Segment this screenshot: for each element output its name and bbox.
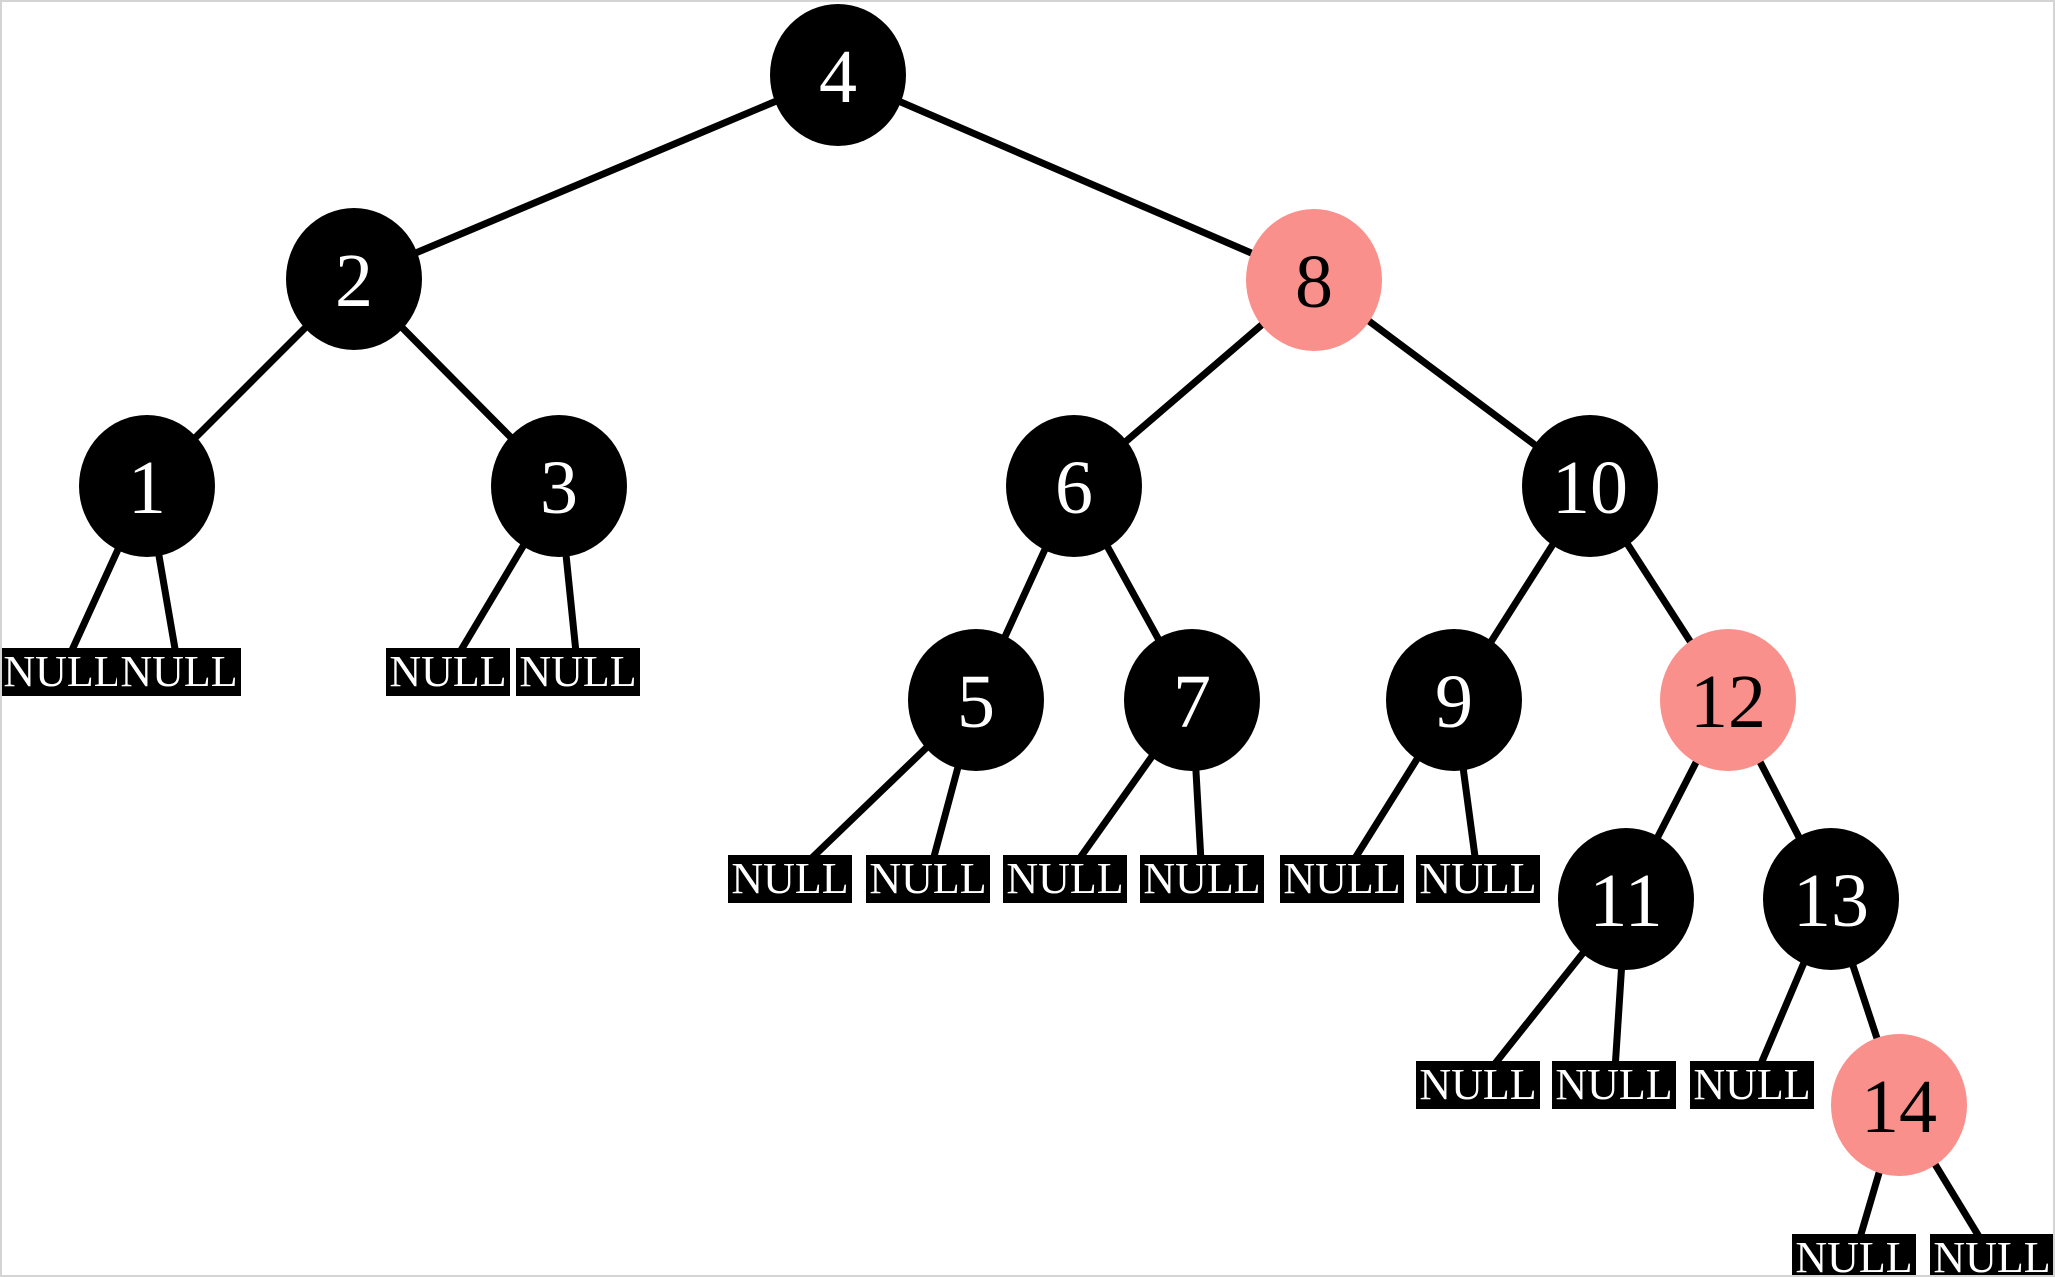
null-leaf-null-7-left: NULL bbox=[1003, 855, 1127, 903]
tree-node-12-red: 12 bbox=[1660, 629, 1796, 771]
null-leaf-label: NULL bbox=[1555, 1060, 1673, 1109]
null-leaf-label: NULL bbox=[389, 647, 507, 696]
tree-node-13-black: 13 bbox=[1763, 828, 1899, 970]
null-leaf-label: NULL bbox=[1933, 1233, 2051, 1277]
null-leaf-null-3-left: NULL bbox=[386, 648, 510, 696]
tree-node-5-black: 5 bbox=[908, 629, 1044, 771]
null-leaf-label: NULL bbox=[731, 854, 849, 903]
edge-4-to-2 bbox=[350, 71, 842, 283]
tree-node-label: 13 bbox=[1793, 859, 1869, 943]
null-leaf-null-11-right: NULL bbox=[1552, 1061, 1676, 1109]
tree-node-label: 5 bbox=[957, 660, 995, 744]
tree-node-label: 6 bbox=[1055, 446, 1093, 530]
null-leaf-null-14-left: NULL bbox=[1792, 1233, 1916, 1277]
null-leaf-label: NULL bbox=[519, 647, 637, 696]
null-leaf-null-13-left: NULL bbox=[1690, 1061, 1814, 1109]
null-leaf-null-5-left: NULL bbox=[728, 855, 852, 903]
null-leaf-null-3-right: NULL bbox=[516, 648, 640, 696]
tree-node-label: 9 bbox=[1435, 660, 1473, 744]
null-leaf-label: NULL bbox=[1693, 1060, 1811, 1109]
null-leaf-label: NULL bbox=[869, 854, 987, 903]
edge-4-to-8 bbox=[834, 71, 1318, 284]
tree-node-label: 14 bbox=[1861, 1065, 1937, 1149]
null-leaf-null-9-left: NULL bbox=[1280, 855, 1404, 903]
null-leaf-label: NULL bbox=[120, 647, 238, 696]
tree-node-label: 12 bbox=[1690, 660, 1766, 744]
tree-node-6-black: 6 bbox=[1006, 415, 1142, 557]
null-leaf-label: NULL bbox=[1006, 854, 1124, 903]
null-leaf-null-11-left: NULL bbox=[1416, 1061, 1540, 1109]
tree-node-label: 1 bbox=[128, 446, 166, 530]
null-leaf-label: NULL bbox=[1419, 1060, 1537, 1109]
tree-node-3-black: 3 bbox=[491, 415, 627, 557]
tree-node-9-black: 9 bbox=[1386, 629, 1522, 771]
null-leaf-label: NULL bbox=[1143, 854, 1261, 903]
tree-node-label: 2 bbox=[335, 239, 373, 323]
tree-node-10-black: 10 bbox=[1522, 415, 1658, 557]
tree-node-11-black: 11 bbox=[1558, 828, 1694, 970]
tree-node-label: 11 bbox=[1589, 859, 1663, 943]
tree-node-7-black: 7 bbox=[1124, 629, 1260, 771]
tree-node-14-red: 14 bbox=[1831, 1034, 1967, 1176]
tree-node-4-black: 4 bbox=[770, 4, 906, 146]
null-leaf-null-14-right: NULL bbox=[1930, 1233, 2053, 1277]
null-leaf-null-1-left: NULL bbox=[2, 647, 124, 696]
null-leaf-label: NULL bbox=[1795, 1233, 1913, 1277]
null-leaf-null-9-right: NULL bbox=[1416, 855, 1540, 903]
tree-node-label: 7 bbox=[1173, 660, 1211, 744]
tree-node-label: 10 bbox=[1552, 446, 1628, 530]
tree-node-label: 8 bbox=[1295, 240, 1333, 324]
tree-node-1-black: 1 bbox=[79, 415, 215, 557]
tree-node-2-black: 2 bbox=[286, 208, 422, 350]
null-leaf-null-1-right: NULL bbox=[117, 648, 241, 696]
tree-node-label: 3 bbox=[540, 446, 578, 530]
tree-node-label: 4 bbox=[819, 35, 857, 119]
null-leaf-label: NULL bbox=[1283, 854, 1401, 903]
tree-node-8-red: 8 bbox=[1246, 209, 1382, 351]
null-leaf-null-5-right: NULL bbox=[866, 855, 990, 903]
null-leaf-null-7-right: NULL bbox=[1140, 855, 1264, 903]
null-leaf-label: NULL bbox=[1419, 854, 1537, 903]
null-leaf-label: NULL bbox=[3, 647, 121, 696]
